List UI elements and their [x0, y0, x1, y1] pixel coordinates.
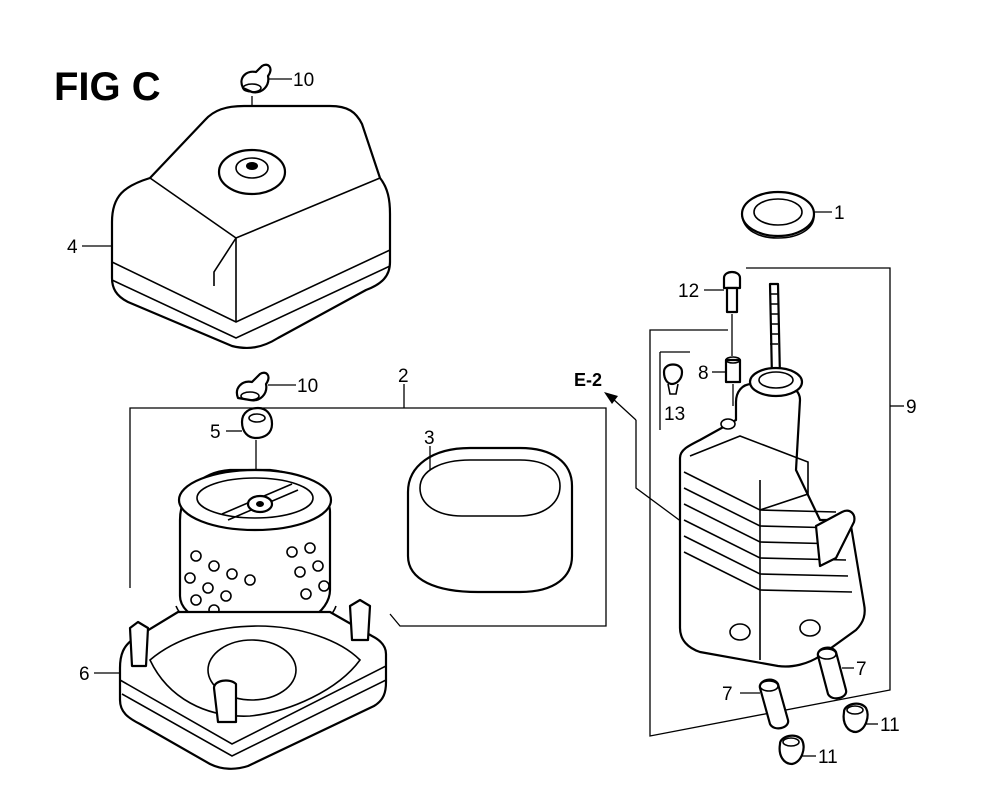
wing-nut-lower — [235, 371, 296, 402]
air-filter-element — [175, 468, 337, 641]
callout-1: 1 — [834, 203, 845, 224]
callout-10-lower: 10 — [297, 376, 318, 397]
bolt-13 — [662, 363, 684, 395]
callout-4: 4 — [67, 237, 78, 258]
nut-11-bottom — [778, 734, 816, 766]
bracket-part-2 — [129, 407, 607, 627]
intake-elbow — [678, 282, 866, 668]
callout-6: 6 — [79, 664, 90, 685]
wing-nut-top — [240, 63, 292, 94]
air-cleaner-base — [94, 598, 388, 770]
nut-5 — [226, 406, 274, 440]
bracket-part-13 — [659, 351, 690, 430]
callout-5: 5 — [210, 422, 221, 443]
callout-7-left: 7 — [722, 684, 733, 705]
callout-3: 3 — [424, 428, 435, 449]
figure-title: FIG C — [54, 65, 161, 109]
callout-12: 12 — [678, 281, 699, 302]
callout-10-top: 10 — [293, 70, 314, 91]
reference-e2: E-2 — [574, 370, 602, 390]
collar-8 — [712, 356, 742, 384]
callout-7-right: 7 — [856, 659, 867, 680]
pipe-7-left — [740, 678, 790, 730]
callout-13: 13 — [664, 404, 685, 425]
air-cleaner-cover — [82, 104, 392, 349]
callout-11-bottom: 11 — [818, 747, 838, 768]
reference-arrow — [604, 392, 691, 529]
callout-11-right: 11 — [880, 715, 900, 736]
nut-11-right — [842, 702, 878, 734]
seal-ring — [740, 190, 832, 239]
callout-2: 2 — [398, 366, 409, 387]
callout-9: 9 — [906, 397, 917, 418]
pipe-7-right — [816, 646, 854, 700]
bolt-12 — [704, 270, 742, 314]
foam-pre-filter — [406, 446, 574, 594]
callout-8: 8 — [698, 363, 709, 384]
